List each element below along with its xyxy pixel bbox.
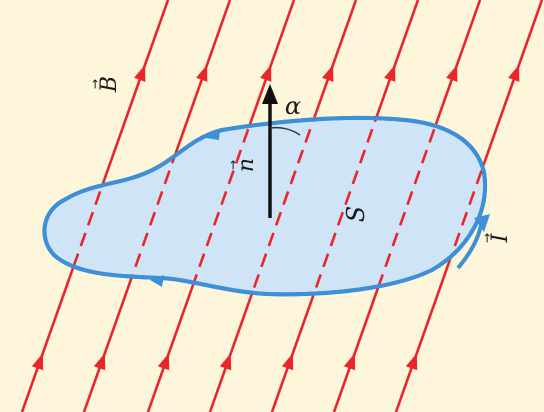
current-label-group: I → xyxy=(480,232,513,243)
loop-direction-arrow-top xyxy=(206,128,220,140)
field-line-arrowhead xyxy=(157,353,170,371)
field-lines-upper xyxy=(31,64,520,371)
field-line-arrowhead xyxy=(322,64,334,82)
normal-label-n: n xyxy=(234,158,259,172)
field-line-arrowhead xyxy=(260,64,272,82)
current-direction-arrowhead xyxy=(474,214,490,232)
field-line-arrowhead xyxy=(384,64,396,82)
field-line-arrowhead xyxy=(343,353,356,371)
normal-label-group: n → xyxy=(226,158,259,172)
field-line-arrowhead xyxy=(405,353,418,371)
field-line-arrowhead xyxy=(134,64,146,82)
area-label-group: S xyxy=(342,206,370,222)
normal-vector-arrowhead xyxy=(262,84,278,104)
normal-vector-arrow: → xyxy=(226,160,240,170)
loop-direction-arrow-bottom xyxy=(150,275,164,287)
field-line-arrowhead xyxy=(508,64,520,82)
current-label-I: I xyxy=(488,232,513,243)
angle-alpha-arc xyxy=(269,126,301,136)
field-vector-arrow: → xyxy=(88,79,102,89)
field-label-B: B xyxy=(97,76,122,93)
field-line-arrowhead xyxy=(446,64,458,82)
field-line-arrowhead xyxy=(281,353,294,371)
field-line-arrowhead xyxy=(219,353,232,371)
angle-label-alpha: α xyxy=(285,92,301,120)
current-vector-arrow: → xyxy=(480,233,494,243)
field-label-group: B → xyxy=(88,76,122,93)
field-line-arrowhead xyxy=(31,353,44,371)
current-loop-outline xyxy=(42,115,487,297)
field-line-arrowhead xyxy=(93,353,106,371)
area-label-S: S xyxy=(342,206,370,222)
field-line-arrowhead xyxy=(196,64,208,82)
